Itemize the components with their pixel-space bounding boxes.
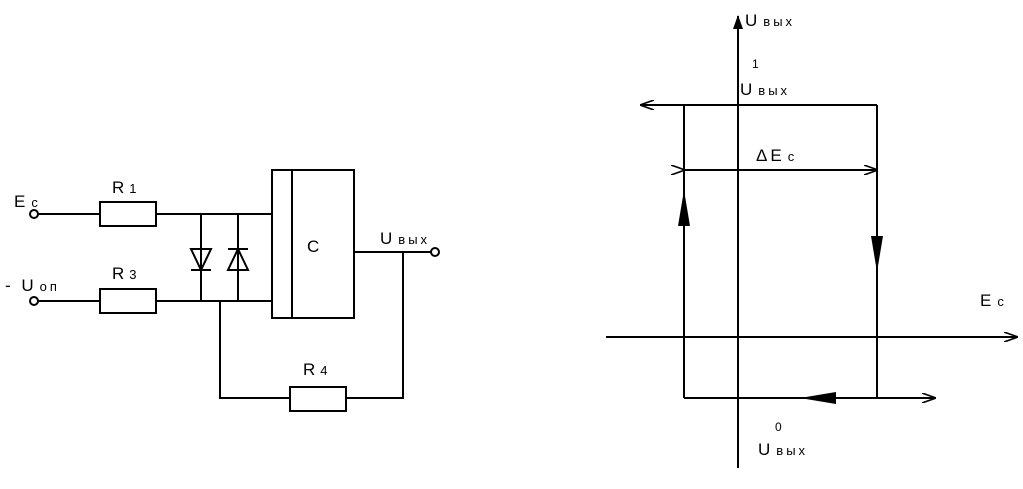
output-terminal (430, 247, 440, 257)
feedback-right-wire (346, 252, 404, 399)
high-level-superscript: 1 (752, 57, 759, 71)
up-arrow-icon (678, 190, 690, 226)
left-arrow-icon (800, 392, 836, 404)
down-arrow-icon (871, 236, 883, 272)
comparator-block (271, 169, 355, 319)
resistor-r3 (99, 288, 157, 314)
low-level-superscript: 0 (775, 420, 782, 434)
resistor-r1 (99, 201, 157, 227)
resistor-r4 (289, 386, 347, 412)
comparator-label: C (307, 237, 322, 256)
feedback-left-wire (219, 301, 290, 399)
diode-down-icon (189, 214, 213, 301)
reference-terminal (29, 296, 39, 306)
input-terminal (29, 209, 39, 219)
diode-up-icon (226, 214, 250, 301)
